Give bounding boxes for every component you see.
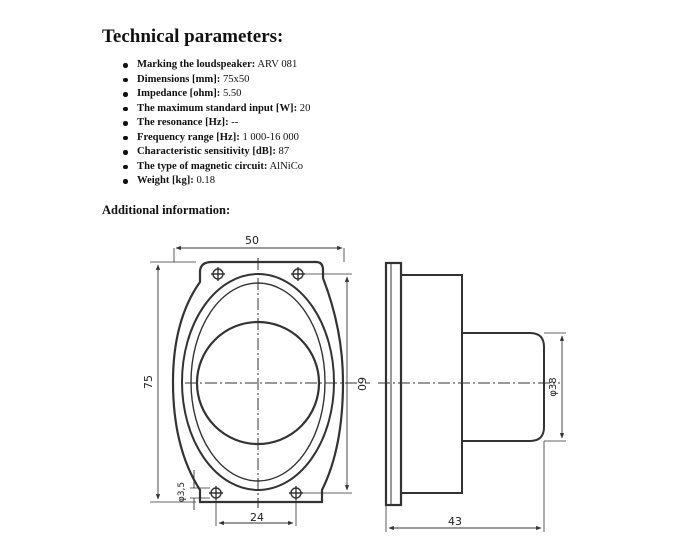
param-label: Frequency range [Hz]: (137, 131, 240, 143)
param-value: 87 (278, 146, 290, 157)
param-value: 0.18 (196, 175, 215, 186)
bullet-icon (123, 179, 128, 184)
dimension-labels: 50 75 60 24 φ3,5 43 φ38 (142, 234, 559, 528)
bullet-icon (123, 106, 128, 111)
page-title: Technical parameters: (102, 26, 284, 47)
param-item: Marking the loudspeaker: ARV 081 (120, 58, 310, 73)
mounting-holes (209, 267, 305, 500)
param-label: The resonance [Hz]: (137, 117, 229, 128)
magnet-body (462, 332, 545, 442)
param-item: Weight [kg]: 0.18 (120, 174, 310, 189)
param-label: Dimensions [mm]: (137, 73, 221, 85)
param-value: 5.50 (222, 88, 242, 99)
param-item: The maximum standard input [W]: 20 (120, 102, 310, 117)
technical-parameters-list: Marking the loudspeaker: ARV 081 Dimensi… (120, 58, 310, 189)
param-item: The type of magnetic circuit: AlNiCo (120, 160, 310, 175)
param-label: Weight [kg]: (137, 175, 194, 186)
param-label: The maximum standard input [W]: (137, 102, 298, 114)
front-view (150, 245, 370, 526)
param-value: 1 000-16 000 (242, 131, 299, 143)
dim-hole-spacing-label: 60 (355, 377, 368, 391)
dim-height-label: 75 (142, 375, 155, 389)
param-value: 75x50 (222, 73, 250, 85)
param-item: Frequency range [Hz]: 1 000-16 000 (120, 131, 310, 146)
param-value: 20 (299, 102, 311, 114)
param-label: The type of magnetic circuit: (137, 160, 268, 172)
additional-info-heading: Additional information: (102, 203, 231, 217)
param-label: Marking the loudspeaker: (137, 59, 256, 70)
flange (384, 261, 403, 507)
param-value: -- (231, 117, 239, 128)
dim-depth-label: 43 (448, 515, 462, 528)
front-plate-outline (171, 260, 345, 504)
param-item: The resonance [Hz]: -- (120, 116, 310, 131)
param-label: Characteristic sensitivity [dB]: (137, 146, 276, 157)
bullet-icon (123, 135, 128, 140)
bullet-icon (123, 121, 128, 126)
basket-body (400, 274, 463, 494)
dim-hole-offset-label: 24 (250, 511, 264, 524)
dim-magnet-diameter-label: φ38 (548, 377, 559, 396)
dim-hole-diameter-label: φ3,5 (177, 482, 187, 502)
param-value: AlNiCo (269, 160, 304, 172)
param-item: Impedance [ohm]: 5.50 (120, 87, 310, 102)
dim-width-label: 50 (245, 234, 259, 247)
param-item: Characteristic sensitivity [dB]: 87 (120, 145, 310, 160)
param-label: Impedance [ohm]: (137, 88, 221, 99)
bullet-icon (123, 77, 128, 82)
side-view (378, 261, 566, 532)
bullet-icon (123, 150, 128, 155)
bullet-icon (123, 164, 128, 169)
loudspeaker-technical-drawing: 50 75 60 24 φ3,5 43 φ38 (142, 234, 566, 532)
bullet-icon (123, 63, 128, 68)
bullet-icon (123, 92, 128, 97)
param-value: ARV 081 (257, 59, 298, 70)
param-item: Dimensions [mm]: 75x50 (120, 73, 310, 88)
